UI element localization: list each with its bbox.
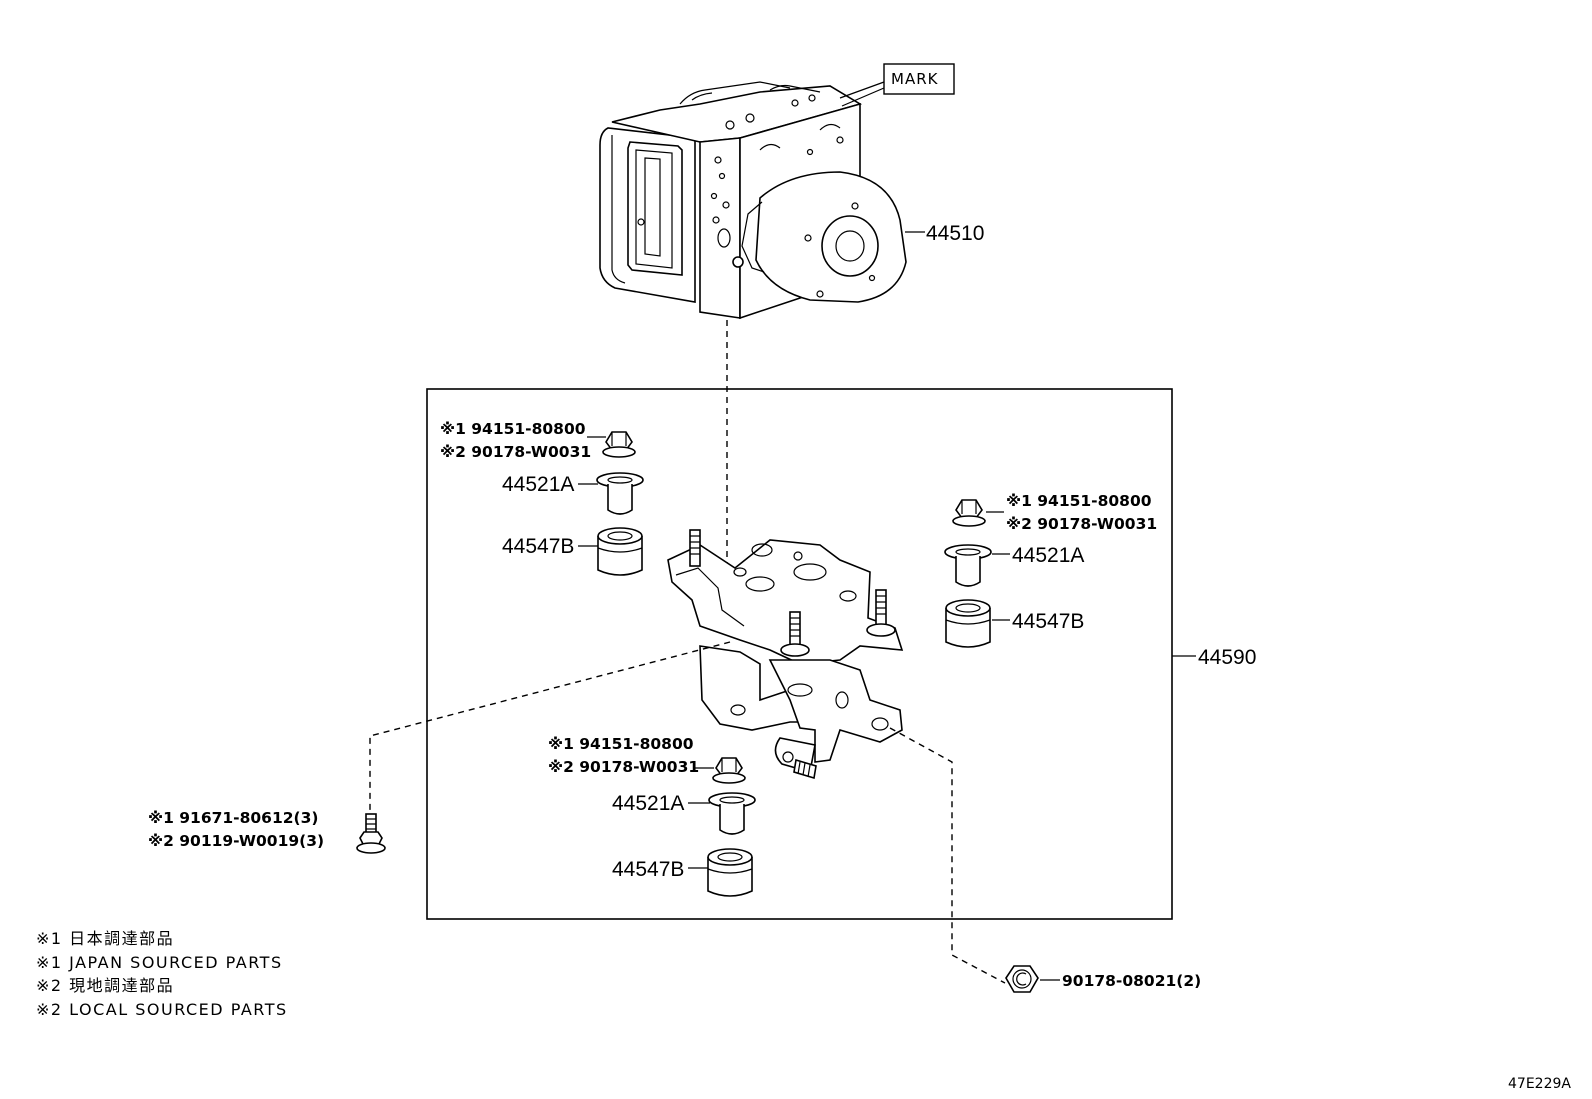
note-1: ※1 日本調達部品 xyxy=(36,929,174,948)
spacer-b-label-3: 44547B xyxy=(612,858,684,881)
cushion-a-label-3: 44521A xyxy=(612,792,684,815)
cushion-a-label-1: 44521A xyxy=(502,473,574,496)
actuator-part-number: 44510 xyxy=(926,222,984,245)
bracket-assembly-frame xyxy=(426,388,1173,920)
nut-local-label-3: ※2 90178-W0031 xyxy=(548,758,699,776)
mark-label: MARK xyxy=(891,70,939,88)
bolt-jp-label: ※1 91671-80612(3) xyxy=(148,809,319,827)
bracket-drawing xyxy=(667,529,904,780)
diagram-id: 47E229A xyxy=(1508,1076,1571,1092)
mark-callout: MARK xyxy=(839,63,955,107)
bolt-local-label: ※2 90119-W0019(3) xyxy=(148,832,324,850)
nut-local-label-2: ※2 90178-W0031 xyxy=(1006,515,1157,533)
spacer-b-label-2: 44547B xyxy=(1012,610,1084,633)
bottom-nut-label: 90178-08021(2) xyxy=(1062,972,1201,990)
note-4: ※2 LOCAL SOURCED PARTS xyxy=(36,1000,288,1019)
nut-jp-label-3: ※1 94151-80800 xyxy=(548,735,694,753)
nut-jp-label-2: ※1 94151-80800 xyxy=(1006,492,1152,510)
cushion-a-label-2: 44521A xyxy=(1012,544,1084,567)
bolt-group: ※1 91671-80612(3) ※2 90119-W0019(3) xyxy=(148,809,386,854)
bracket-assembly-part-number: 44590 xyxy=(1198,646,1256,669)
note-2: ※1 JAPAN SOURCED PARTS xyxy=(36,953,283,972)
bottom-nut-group: 90178-08021(2) xyxy=(1005,965,1201,993)
abs-actuator-drawing xyxy=(599,81,907,320)
spacer-b-label-1: 44547B xyxy=(502,535,574,558)
top-left-group: ※1 94151-80800 ※2 90178-W0031 44521A 445… xyxy=(440,420,644,576)
nut-jp-label-1: ※1 94151-80800 xyxy=(440,420,586,438)
bottom-center-group: ※1 94151-80800 ※2 90178-W0031 44521A 445… xyxy=(548,735,756,897)
note-3: ※2 現地調達部品 xyxy=(36,976,174,995)
notes: ※1 日本調達部品 ※1 JAPAN SOURCED PARTS ※2 現地調達… xyxy=(36,929,288,1019)
right-group: ※1 94151-80800 ※2 90178-W0031 44521A 445… xyxy=(944,492,1157,648)
nut-local-label-1: ※2 90178-W0031 xyxy=(440,443,591,461)
